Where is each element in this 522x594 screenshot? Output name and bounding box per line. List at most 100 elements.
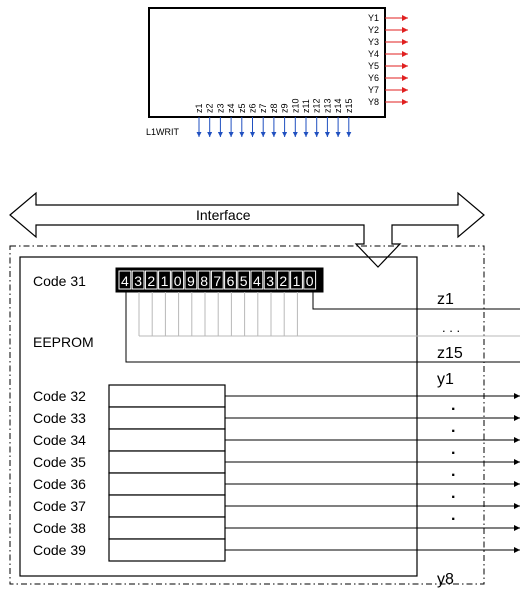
code-row-register bbox=[108, 472, 226, 496]
output-pin-label-5: Y5 bbox=[368, 61, 379, 71]
y-dot: · bbox=[451, 401, 456, 418]
code31-bit-text: 2 bbox=[147, 273, 155, 289]
code31-bit-text: 1 bbox=[161, 273, 169, 289]
output-pin-label-3: Y3 bbox=[368, 37, 379, 47]
z15-line bbox=[125, 292, 520, 363]
code31-bit-cell bbox=[263, 270, 277, 290]
output-pin-label-2: Y2 bbox=[368, 25, 379, 35]
code-row-register bbox=[108, 538, 226, 562]
interface-arrow: Interface bbox=[9, 191, 485, 268]
code31-bit-cell bbox=[144, 270, 158, 290]
function-block-body bbox=[148, 7, 386, 118]
input-pin-label-15: z15 bbox=[344, 98, 354, 113]
code-row-register bbox=[108, 494, 226, 518]
code-row-register bbox=[108, 516, 226, 540]
code31-bit-cell bbox=[184, 270, 198, 290]
code-row-label: Code 36 bbox=[33, 476, 86, 492]
y-dot: · bbox=[451, 467, 456, 484]
z-signals: z1 . . . z15 bbox=[125, 291, 520, 363]
input-pin-label-6: z6 bbox=[248, 103, 258, 113]
input-pin-label-3: z3 bbox=[215, 103, 225, 113]
code31-bit-cell bbox=[276, 270, 290, 290]
code-row-register bbox=[108, 428, 226, 452]
code31-bit-text: 3 bbox=[134, 273, 142, 289]
memory-box bbox=[19, 256, 418, 577]
input-pin-label-12: z12 bbox=[312, 98, 322, 113]
output-pin-label-1: Y1 bbox=[368, 13, 379, 23]
output-pin-label-6: Y6 bbox=[368, 73, 379, 83]
input-pin-label-7: z7 bbox=[258, 103, 268, 113]
code-row-label: Code 38 bbox=[33, 520, 86, 536]
code31-bit-text: 8 bbox=[200, 273, 208, 289]
y1-label: y1 bbox=[437, 371, 454, 388]
function-block-name: L1WRIT bbox=[146, 127, 180, 137]
code31-bit-text: 4 bbox=[253, 273, 261, 289]
code31-bit-cell bbox=[171, 270, 185, 290]
y-dot: · bbox=[451, 423, 456, 440]
code-row-label: Code 33 bbox=[33, 410, 86, 426]
input-pin-label-9: z9 bbox=[280, 103, 290, 113]
z1-line bbox=[312, 292, 520, 310]
z-dots-label: . . . bbox=[442, 320, 460, 335]
z15-label: z15 bbox=[437, 345, 463, 362]
code31-bit-text: 0 bbox=[174, 273, 182, 289]
code31-bit-cell bbox=[158, 270, 171, 290]
y-dot: · bbox=[451, 489, 456, 506]
code31-bit-cell bbox=[290, 270, 303, 290]
code31-bit-cell bbox=[131, 270, 145, 290]
code31-bit-text: 3 bbox=[266, 273, 274, 289]
code-row-register bbox=[108, 406, 226, 430]
z1-label: z1 bbox=[437, 291, 454, 308]
code31-bit-cell bbox=[237, 270, 251, 290]
code31-bit-cell bbox=[250, 270, 264, 290]
code-rows: Code 32 Code 33 Code 34 Code 35 Code 36 Code … bbox=[33, 384, 520, 562]
code31-bit-cell bbox=[303, 270, 317, 290]
code-row-label: Code 35 bbox=[33, 454, 86, 470]
code-row-label: Code 39 bbox=[33, 542, 86, 558]
input-pin-label-8: z8 bbox=[269, 103, 279, 113]
y-dot: · bbox=[451, 511, 456, 528]
input-pin-label-4: z4 bbox=[226, 103, 236, 113]
code31-bit-text: 7 bbox=[213, 273, 221, 289]
y-signals: y1 y8 · · · · · · bbox=[437, 371, 456, 588]
y-dots: · · · · · · bbox=[451, 401, 456, 528]
output-pin-label-4: Y4 bbox=[368, 49, 379, 59]
input-pin-label-10: z10 bbox=[290, 98, 300, 113]
module-boundary bbox=[9, 245, 485, 585]
input-pin-label-14: z14 bbox=[333, 98, 343, 113]
interface-label: Interface bbox=[196, 207, 251, 223]
code31-bit-text: 2 bbox=[279, 273, 287, 289]
code-row-label: Code 32 bbox=[33, 388, 86, 404]
code31-bit-cell bbox=[118, 270, 132, 290]
input-pin-label-13: z13 bbox=[322, 98, 332, 113]
output-pin-label-8: Y8 bbox=[368, 97, 379, 107]
code31-bit-text: 5 bbox=[240, 273, 248, 289]
y-dot: · bbox=[451, 445, 456, 462]
code-row-register bbox=[108, 450, 226, 474]
code31-bit-cell bbox=[224, 270, 237, 290]
code-row-register bbox=[108, 384, 226, 408]
code31-label: Code 31 bbox=[33, 273, 86, 289]
output-pin-label-7: Y7 bbox=[368, 85, 379, 95]
eeprom-label: EEPROM bbox=[33, 334, 94, 350]
code31-bit-text: 4 bbox=[121, 273, 129, 289]
code31-bit-text: 6 bbox=[227, 273, 235, 289]
input-pin-label-2: z2 bbox=[205, 103, 215, 113]
code-row-label: Code 34 bbox=[33, 432, 86, 448]
bit-connector-lines bbox=[138, 292, 302, 337]
code31-bit-cell bbox=[197, 270, 211, 290]
code31-bit-text: 1 bbox=[293, 273, 301, 289]
interface-arrow-shape bbox=[9, 191, 485, 268]
input-pin-label-11: z11 bbox=[301, 99, 311, 113]
code31-bit-text: 9 bbox=[187, 273, 195, 289]
input-pin-label-1: z1 bbox=[194, 103, 204, 113]
code-row-label: Code 37 bbox=[33, 498, 86, 514]
code31-bit-cell bbox=[210, 270, 224, 290]
y8-label: y8 bbox=[437, 571, 454, 588]
input-pin-label-5: z5 bbox=[237, 103, 247, 113]
